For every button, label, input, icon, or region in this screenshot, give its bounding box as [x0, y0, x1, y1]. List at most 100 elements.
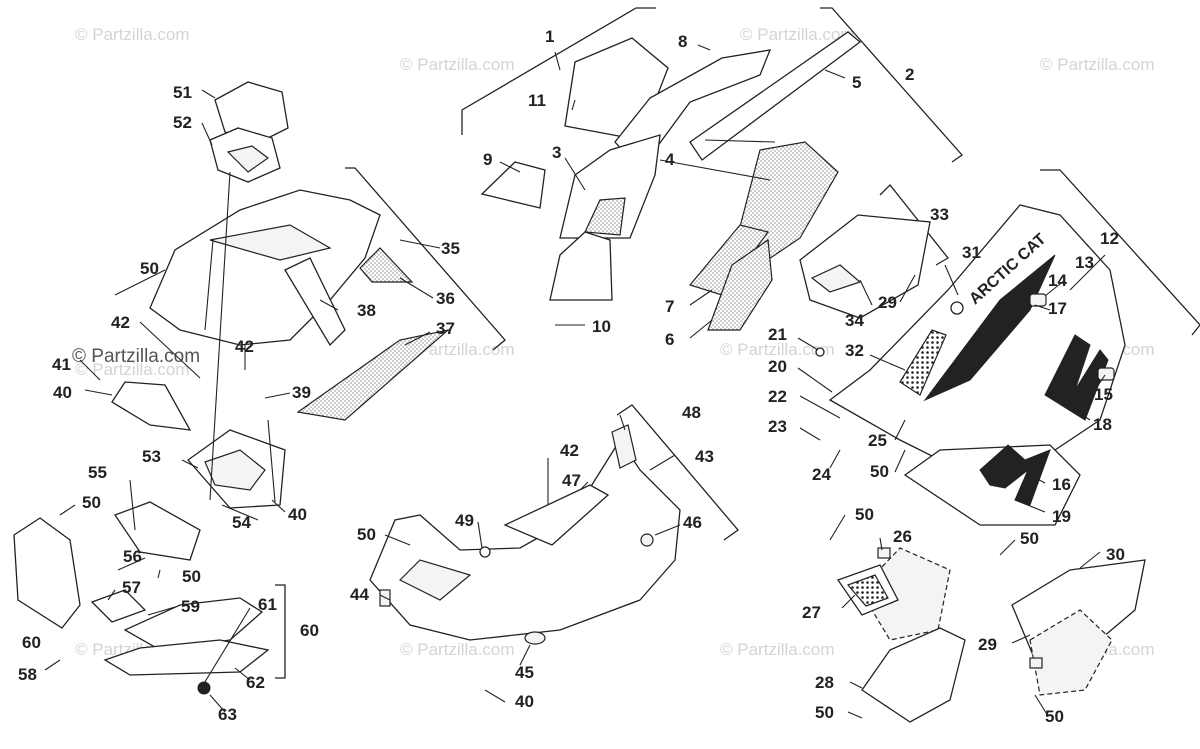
- part-31-fastener: [950, 301, 964, 315]
- callout-53: 53: [142, 447, 161, 466]
- callout-28: 28: [815, 673, 834, 692]
- callout-52: 52: [173, 113, 192, 132]
- part-55-cover: [113, 501, 201, 561]
- callout-2: 2: [905, 65, 914, 84]
- part-60-side-shield: [13, 517, 81, 629]
- callout-42: 42: [560, 441, 579, 460]
- callout-40: 40: [515, 692, 534, 711]
- callout-19: 19: [1052, 507, 1071, 526]
- callout-45: 45: [515, 663, 534, 682]
- callout-50: 50: [182, 567, 201, 586]
- callout-4: 4: [665, 150, 675, 169]
- callout-23: 23: [768, 417, 787, 436]
- callout-56: 56: [123, 547, 142, 566]
- callout-46: 46: [683, 513, 702, 532]
- callout-50: 50: [870, 462, 889, 481]
- watermark-text: © Partzilla.com: [720, 340, 835, 359]
- part-63-plug: [197, 681, 211, 695]
- lower-right-group: [836, 547, 1146, 723]
- part-10-panel: [549, 231, 613, 301]
- callout-47: 47: [562, 471, 581, 490]
- callout-10: 10: [592, 317, 611, 336]
- callout-30: 30: [1106, 545, 1125, 564]
- callout-15: 15: [1094, 385, 1113, 404]
- part-36-pad: [359, 247, 414, 283]
- watermark-text: © Partzilla.com: [400, 640, 515, 659]
- callout-26: 26: [893, 527, 912, 546]
- part-43-belly-pan: [369, 438, 681, 641]
- callout-38: 38: [357, 301, 376, 320]
- callout-6: 6: [665, 330, 674, 349]
- callout-8: 8: [678, 32, 687, 51]
- watermark-text: © Partzilla.com: [75, 25, 190, 44]
- part-18-logo-shape: [1044, 334, 1109, 421]
- callout-44: 44: [350, 585, 369, 604]
- callout-29: 29: [878, 293, 897, 312]
- part-33-detail: [810, 264, 862, 293]
- callout-41: 41: [52, 355, 71, 374]
- part-47-rail: [503, 484, 610, 546]
- callout-50: 50: [140, 259, 159, 278]
- callout-60: 60: [300, 621, 319, 640]
- part-12-stripe: [923, 254, 1056, 402]
- callout-11: 11: [528, 91, 546, 110]
- part-5-trim-strip: [689, 31, 862, 161]
- callout-34: 34: [845, 311, 864, 330]
- callout-13: 13: [1075, 253, 1094, 272]
- watermark-text: © Partzilla.com: [75, 360, 190, 379]
- callout-40: 40: [288, 505, 307, 524]
- callout-43: 43: [695, 447, 714, 466]
- callout-33: 33: [930, 205, 949, 224]
- callout-35: 35: [441, 239, 460, 258]
- part-35-console: [149, 189, 381, 346]
- part-38-bracket: [284, 257, 346, 347]
- callout-27: 27: [802, 603, 821, 622]
- callout-50: 50: [357, 525, 376, 544]
- callout-50: 50: [815, 703, 834, 722]
- callout-37: 37: [436, 319, 455, 338]
- part-28-scoop: [861, 627, 966, 723]
- part-3-pad: [584, 197, 626, 236]
- part-7-pad: [688, 224, 770, 296]
- watermark-text: © Partzilla.com: [740, 25, 855, 44]
- callout-16: 16: [1052, 475, 1071, 494]
- callout-14: 14: [1048, 271, 1067, 290]
- windshield-group: [461, 7, 963, 331]
- leader-lines: [44, 44, 1106, 719]
- lower-left-group: [13, 501, 286, 695]
- part-37-pad: [296, 328, 451, 421]
- part-9-decal: [480, 161, 546, 209]
- callout-50: 50: [855, 505, 874, 524]
- part-58-panel: [103, 639, 270, 676]
- part-29-clip: [1029, 657, 1043, 669]
- callout-18: 18: [1093, 415, 1112, 434]
- part-41-duct: [111, 381, 192, 431]
- callout-9: 9: [483, 150, 492, 169]
- callout-54: 54: [232, 513, 251, 532]
- part-51-gasket: [214, 81, 289, 143]
- callout-22: 22: [768, 387, 787, 406]
- callout-55: 55: [88, 463, 107, 482]
- callout-31: 31: [962, 243, 981, 262]
- part-49-grommet: [479, 546, 491, 558]
- callout-49: 49: [455, 511, 474, 530]
- callout-25: 25: [868, 431, 887, 450]
- callout-5: 5: [852, 73, 861, 92]
- part-48-clip: [611, 424, 637, 469]
- part-32-mesh: [899, 329, 947, 396]
- callout-48: 48: [682, 403, 701, 422]
- callout-3: 3: [552, 143, 561, 162]
- watermark-emphasized: © Partzilla.com: [72, 346, 200, 367]
- callout-51: 51: [173, 83, 192, 102]
- part-26-clip: [877, 547, 891, 559]
- watermark-text: © Partzilla.com: [400, 55, 515, 74]
- callout-24: 24: [812, 465, 831, 484]
- callout-40: 40: [53, 383, 72, 402]
- watermark-text: © Partzilla.com: [1040, 55, 1155, 74]
- callout-12: 12: [1100, 229, 1119, 248]
- callout-62: 62: [246, 673, 265, 692]
- part-6-pad: [707, 238, 773, 331]
- callout-59: 59: [181, 597, 200, 616]
